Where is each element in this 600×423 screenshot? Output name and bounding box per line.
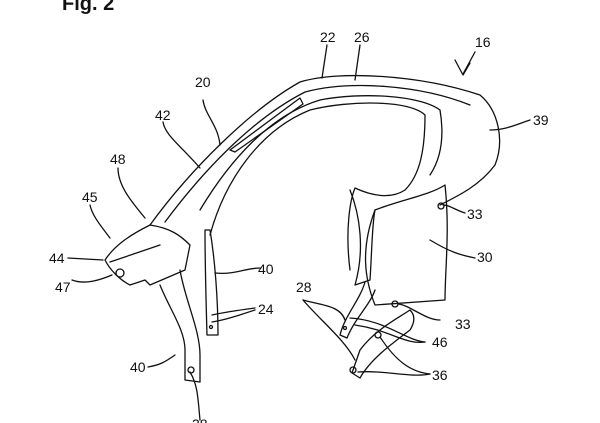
left-leg [159,269,201,383]
label-26: 26 [354,29,370,45]
rail-20 [229,97,304,153]
panel-30 [364,184,448,306]
label-20: 20 [195,74,211,90]
label-28: 28 [296,279,312,295]
label-39: 39 [533,112,549,128]
label-47: 47 [55,279,71,295]
label-24: 24 [258,301,274,317]
figure-title: Fig. 2 [62,0,115,15]
inner-frame [209,102,426,271]
label-40-upper: 40 [258,261,274,277]
label-22: 22 [320,29,336,45]
label-30: 30 [477,249,493,265]
arch-inner-edge [164,84,471,223]
label-16: 16 [475,34,491,50]
label-44: 44 [49,250,65,266]
arch-outer [149,74,501,226]
label-45: 45 [82,189,98,205]
nose [104,224,191,286]
label-33-upper: 33 [467,206,483,222]
label-38: 38 [192,417,208,423]
label-46: 46 [432,334,448,350]
strip-24 [204,229,219,336]
label-40-lower: 40 [130,359,146,375]
label-33-lower: 33 [455,316,471,332]
leg-46 [351,309,415,379]
arch-band [199,95,443,211]
label-42: 42 [155,107,171,123]
label-36: 36 [432,367,448,383]
label-48: 48 [110,151,126,167]
leg-28 [339,281,376,339]
